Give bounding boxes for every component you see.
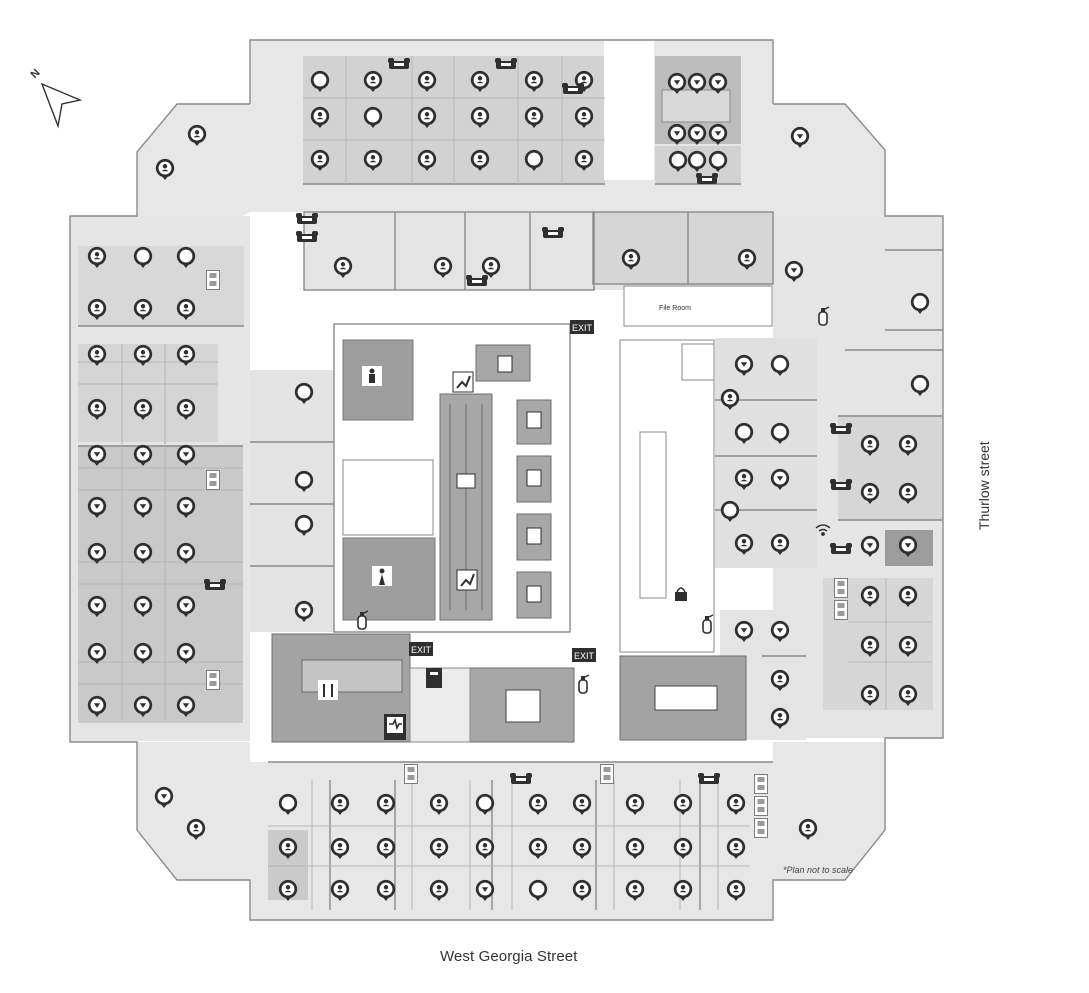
walls — [69, 39, 944, 921]
first-aid-icon — [384, 714, 406, 740]
desk-lines — [78, 56, 932, 910]
server-icon — [426, 668, 442, 688]
stairs-icon — [452, 371, 478, 591]
scale-note: *Plan not to scale — [783, 865, 854, 875]
file-room-label: File Room — [659, 305, 691, 312]
kitchen-icon — [318, 680, 338, 700]
exit-sign-label: EXIT — [411, 645, 432, 655]
north-arrow-icon: N — [28, 67, 83, 129]
exit-sign: EXIT — [570, 320, 594, 334]
washroom-icon — [362, 366, 392, 586]
exit-sign-label: EXIT — [574, 651, 595, 661]
exit-sign-label: EXIT — [572, 323, 593, 333]
wifi-icon — [815, 524, 831, 536]
elevator-icon — [497, 355, 542, 603]
lock-icon — [675, 587, 687, 601]
street-label-south: West Georgia Street — [440, 948, 578, 965]
street-label-east: Thurlow street — [976, 441, 992, 530]
exit-sign: EXIT — [409, 642, 433, 656]
building-core — [271, 323, 747, 743]
exit-sign: EXIT — [572, 648, 596, 662]
north-label: N — [28, 67, 42, 81]
